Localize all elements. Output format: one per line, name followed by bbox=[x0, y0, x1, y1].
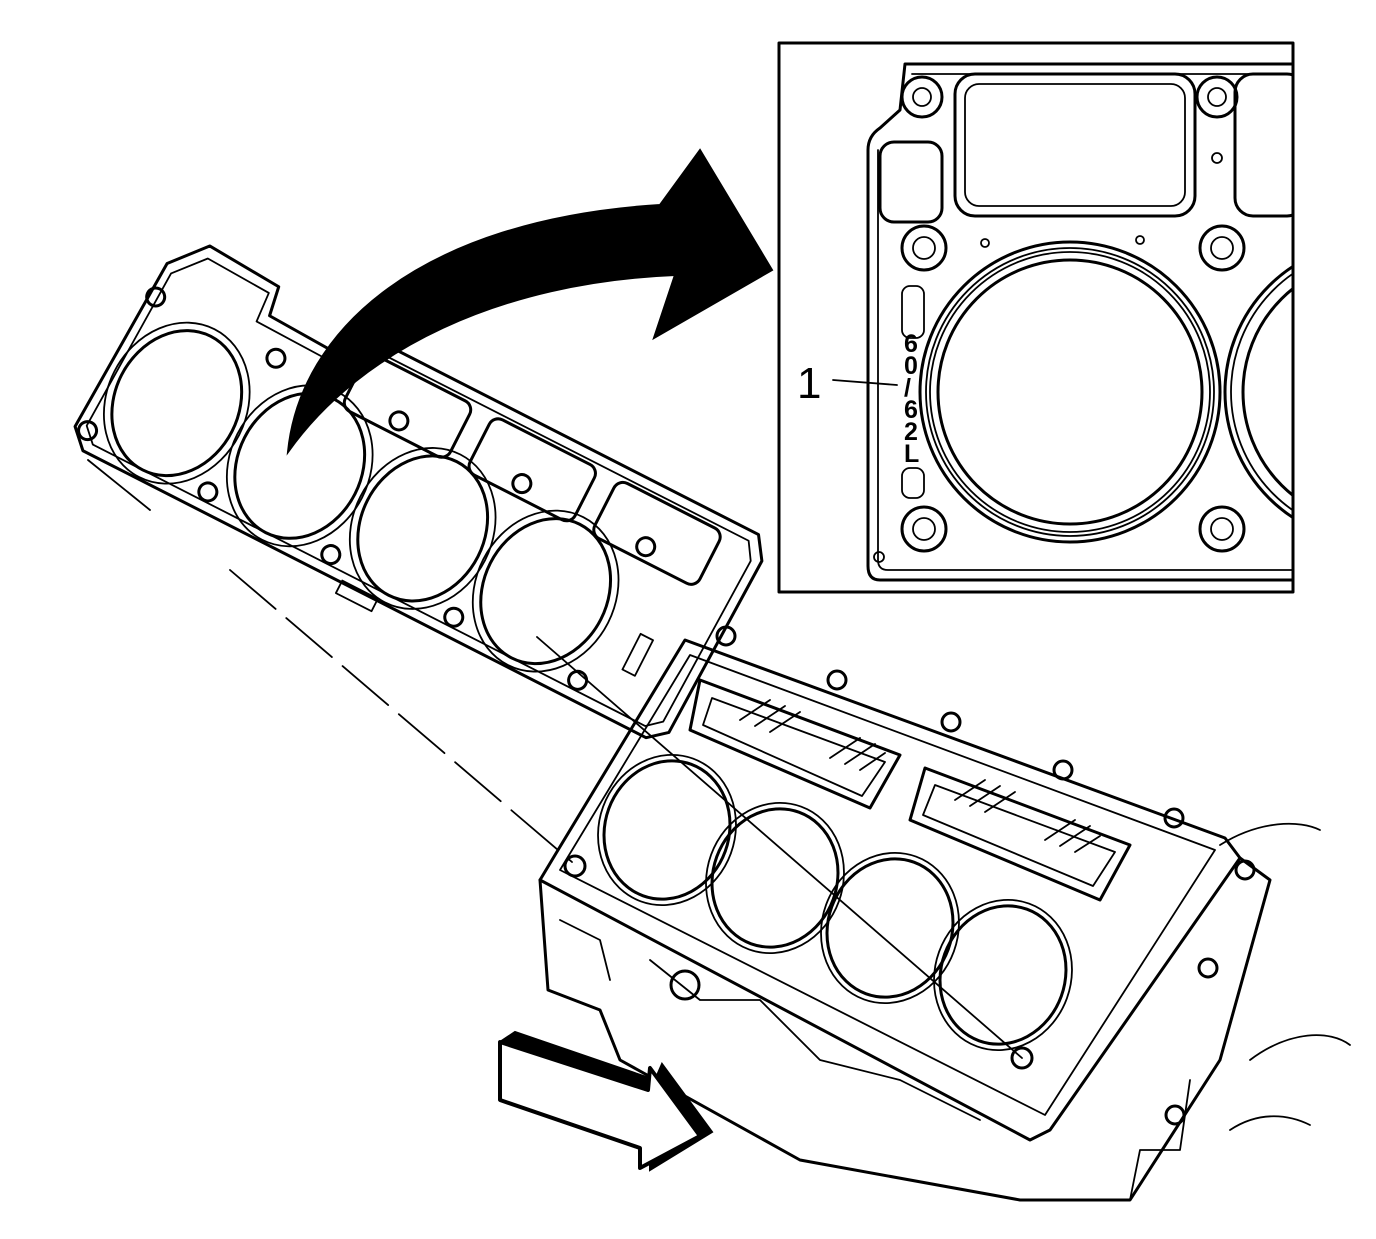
alignment-line-front-dashed bbox=[229, 569, 573, 863]
detail-view: 6 0 / 6 2 L 1 bbox=[777, 41, 1295, 594]
valley-bolts bbox=[715, 625, 1185, 829]
block-bores bbox=[597, 753, 1073, 1052]
curved-arrow-icon bbox=[286, 148, 774, 456]
dowel-pin-front bbox=[563, 854, 587, 878]
gasket-identification-marking: 6 0 / 6 2 L bbox=[904, 330, 919, 468]
dowel-pin-rear bbox=[1010, 1046, 1034, 1070]
lifter-guides bbox=[739, 699, 1101, 853]
detail-view-frame bbox=[777, 41, 1295, 594]
gasket-marking-char-2: 0 bbox=[904, 352, 918, 380]
gasket-marking-char-5: 2 bbox=[904, 418, 918, 446]
alignment-line-front bbox=[87, 459, 151, 511]
gasket-marking-char-6: L bbox=[904, 440, 919, 468]
front-arrow-icon bbox=[498, 1030, 714, 1172]
gasket-marking-char-3: / bbox=[904, 374, 911, 402]
callout-leader-line bbox=[832, 379, 898, 386]
gasket-marking-char-4: 6 bbox=[904, 396, 918, 424]
alignment-line-rear bbox=[536, 636, 1023, 1059]
head-gasket bbox=[73, 244, 764, 740]
engine-block bbox=[538, 625, 1351, 1202]
gasket-marking-char-1: 6 bbox=[904, 330, 918, 358]
callout-number-1: 1 bbox=[797, 359, 821, 408]
